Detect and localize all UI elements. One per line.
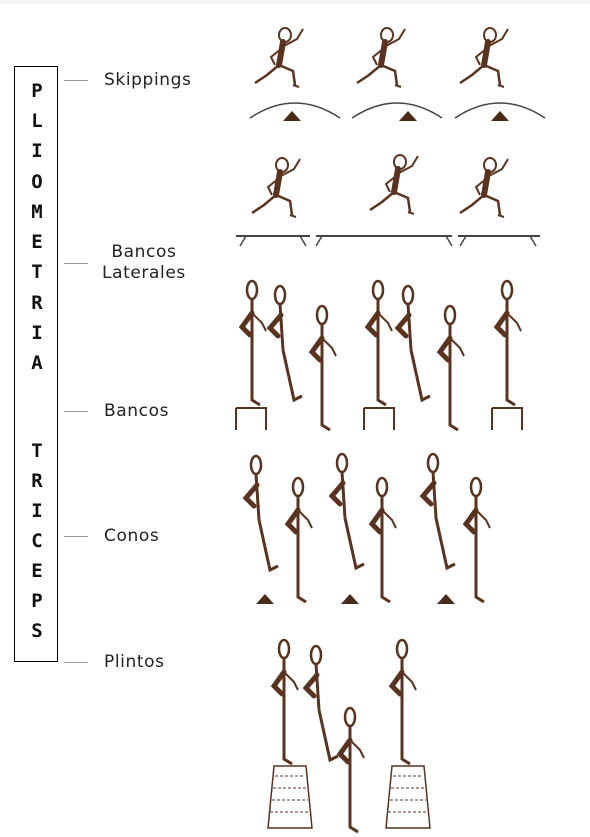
conos-illustration (246, 454, 490, 604)
bancos-laterales-illustration (236, 155, 540, 246)
plintos-illustration (268, 640, 430, 832)
skippings-illustration (250, 28, 545, 121)
bancos-illustration (236, 281, 522, 430)
